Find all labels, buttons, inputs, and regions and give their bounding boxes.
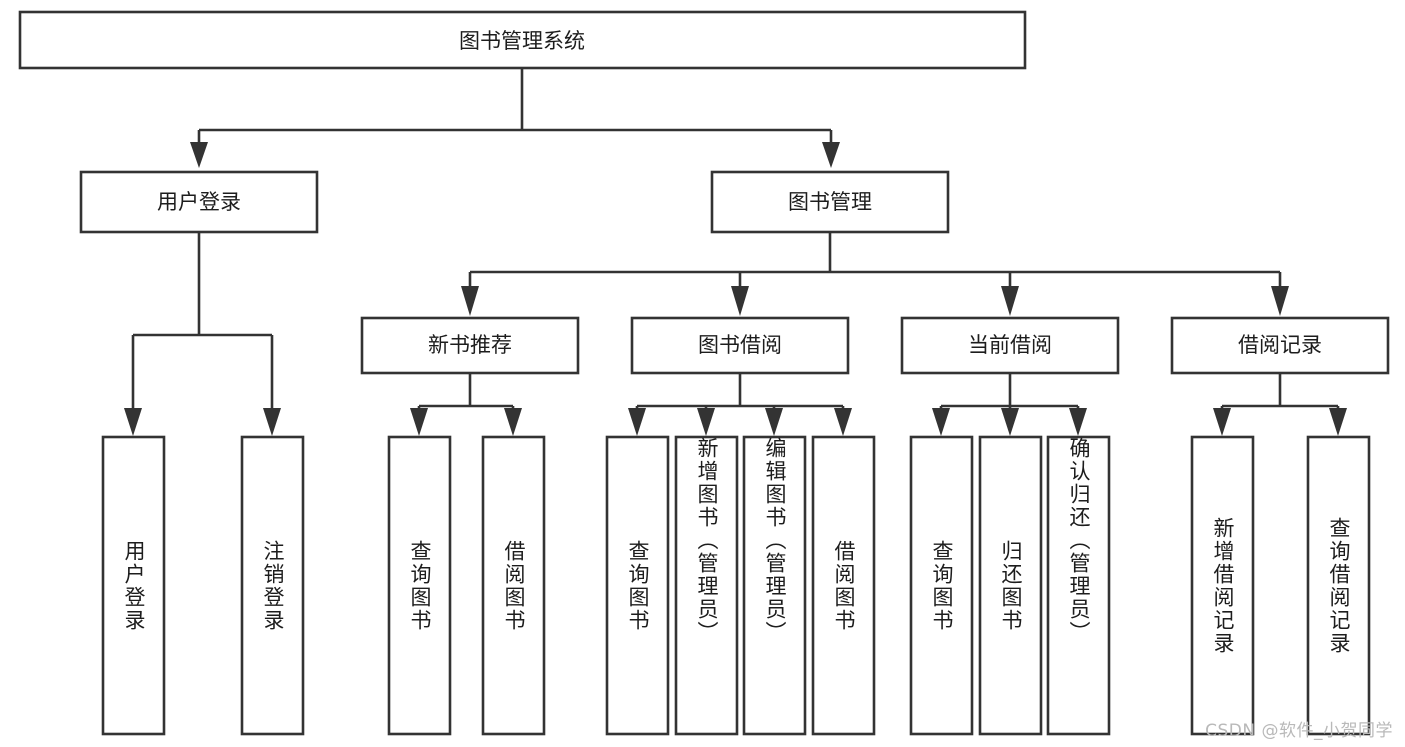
arrow-head-icon	[765, 408, 783, 436]
arrow-head-icon	[124, 408, 142, 436]
connector-current-borrow-to-leaves	[932, 373, 1087, 436]
arrow-head-icon	[1001, 286, 1019, 316]
node-root-label: 图书管理系统	[459, 29, 585, 53]
leaf-box-user-login-0[interactable]	[101, 435, 166, 736]
arrow-head-icon	[410, 408, 428, 436]
arrow-head-icon	[1329, 408, 1347, 436]
connector-book-management-to-level3	[461, 232, 1289, 316]
leaf-box-user-login-1[interactable]	[240, 435, 305, 736]
node-book-borrow[interactable]: 图书借阅	[630, 316, 850, 375]
connector-book-borrow-to-leaves	[628, 373, 852, 436]
arrow-head-icon	[834, 408, 852, 436]
leaf-box-borrow-record-1[interactable]	[1306, 435, 1371, 736]
node-book-borrow-label: 图书借阅	[698, 333, 782, 357]
node-new-book-recommend[interactable]: 新书推荐	[360, 316, 580, 375]
arrow-head-icon	[628, 408, 646, 436]
leaf-box-current-borrow-0[interactable]	[909, 435, 974, 736]
arrow-head-icon	[190, 142, 208, 168]
leaf-box-book-borrow-0[interactable]	[605, 435, 670, 736]
leaf-box-current-borrow-2[interactable]	[1046, 435, 1111, 736]
node-borrow-record-label: 借阅记录	[1238, 333, 1322, 357]
connector-root-to-level2	[190, 68, 840, 168]
node-root-box	[18, 10, 1027, 70]
node-borrow-record[interactable]: 借阅记录	[1170, 316, 1390, 375]
arrow-head-icon	[1069, 408, 1087, 436]
leaf-box-borrow-record-0[interactable]	[1190, 435, 1255, 736]
node-user-login-label: 用户登录	[157, 190, 241, 214]
arrow-head-icon	[731, 286, 749, 316]
arrow-head-icon	[1001, 408, 1019, 436]
arrow-head-icon	[1271, 286, 1289, 316]
watermark: CSDN @软件_小贺同学	[1205, 721, 1393, 741]
node-root[interactable]: 图书管理系统	[18, 10, 1027, 70]
node-current-borrow-label: 当前借阅	[968, 333, 1052, 357]
connector-new-book-recommend-to-leaves	[410, 373, 522, 436]
node-user-login-box	[79, 170, 319, 234]
node-new-book-recommend-label: 新书推荐	[428, 333, 512, 357]
node-user-login[interactable]: 用户登录	[79, 170, 319, 234]
leaf-box-book-borrow-2[interactable]	[742, 435, 807, 736]
arrow-head-icon	[263, 408, 281, 436]
connector-user-login-to-leaves	[124, 232, 281, 436]
leaf-box-new-book-0[interactable]	[387, 435, 452, 736]
arrow-head-icon	[1213, 408, 1231, 436]
leaf-box-new-book-1[interactable]	[481, 435, 546, 736]
leaf-box-current-borrow-1[interactable]	[978, 435, 1043, 736]
node-book-management[interactable]: 图书管理	[710, 170, 950, 234]
leaf-box-book-borrow-1[interactable]	[674, 435, 739, 736]
arrow-head-icon	[697, 408, 715, 436]
arrow-head-icon	[504, 408, 522, 436]
leaf-box-book-borrow-3[interactable]	[811, 435, 876, 736]
arrow-head-icon	[932, 408, 950, 436]
node-new-book-recommend-box	[360, 316, 580, 375]
node-current-borrow-box	[900, 316, 1120, 375]
node-book-management-label: 图书管理	[788, 190, 872, 214]
connector-borrow-record-to-leaves	[1213, 373, 1347, 436]
arrow-head-icon	[822, 142, 840, 168]
node-current-borrow[interactable]: 当前借阅	[900, 316, 1120, 375]
arrow-head-icon	[461, 286, 479, 316]
